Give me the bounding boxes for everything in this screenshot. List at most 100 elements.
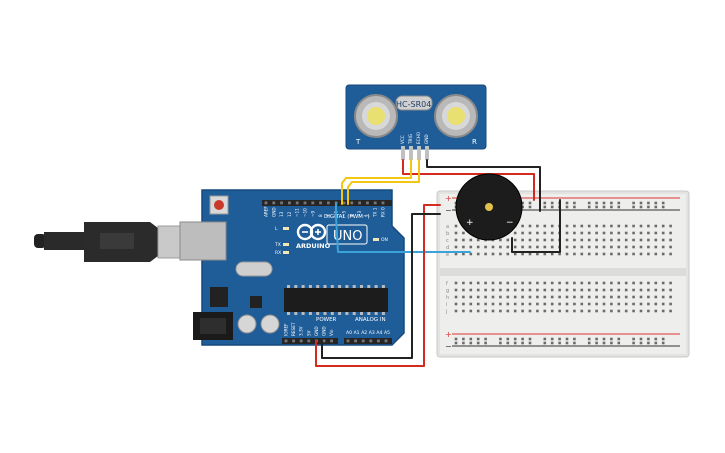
breadboard-hole[interactable] — [654, 288, 658, 292]
breadboard-hole[interactable] — [476, 295, 480, 299]
breadboard-hole[interactable] — [469, 288, 473, 292]
rail-hole[interactable] — [469, 337, 473, 341]
rail-hole[interactable] — [661, 337, 665, 341]
rail-hole[interactable] — [661, 201, 665, 205]
rail-hole[interactable] — [521, 201, 524, 205]
rail-hole[interactable] — [595, 341, 598, 345]
breadboard-hole[interactable] — [617, 231, 621, 235]
analog-pin[interactable] — [354, 339, 357, 343]
breadboard-hole[interactable] — [602, 309, 606, 313]
breadboard-hole[interactable] — [521, 309, 524, 313]
breadboard-hole[interactable] — [499, 238, 502, 242]
breadboard-hole[interactable] — [602, 281, 606, 285]
breadboard-hole[interactable] — [654, 295, 658, 299]
rail-hole[interactable] — [647, 337, 650, 341]
rail-hole[interactable] — [528, 337, 532, 341]
power-pin[interactable] — [292, 339, 295, 343]
rail-hole[interactable] — [543, 341, 547, 345]
rail-hole[interactable] — [595, 201, 598, 205]
breadboard-hole[interactable] — [528, 309, 532, 313]
rail-hole[interactable] — [587, 205, 591, 209]
breadboard-hole[interactable] — [565, 252, 569, 256]
breadboard-hole[interactable] — [528, 288, 532, 292]
breadboard-hole[interactable] — [543, 309, 547, 313]
breadboard-hole[interactable] — [536, 252, 539, 256]
breadboard-hole[interactable] — [536, 245, 539, 249]
breadboard-hole[interactable] — [550, 252, 554, 256]
breadboard-hole[interactable] — [484, 252, 487, 256]
breadboard-hole[interactable] — [632, 302, 635, 306]
rail-hole[interactable] — [617, 337, 621, 341]
header-pin[interactable] — [373, 201, 377, 205]
rail-hole[interactable] — [528, 205, 532, 209]
breadboard-hole[interactable] — [543, 245, 547, 249]
breadboard-hole[interactable] — [469, 302, 473, 306]
breadboard-hole[interactable] — [610, 252, 613, 256]
header-pin[interactable] — [311, 201, 315, 205]
breadboard-hole[interactable] — [654, 231, 658, 235]
breadboard-hole[interactable] — [602, 302, 606, 306]
breadboard-hole[interactable] — [669, 309, 672, 313]
breadboard-hole[interactable] — [587, 309, 591, 313]
breadboard-hole[interactable] — [587, 252, 591, 256]
breadboard-hole[interactable] — [469, 281, 473, 285]
breadboard-hole[interactable] — [587, 224, 591, 228]
rail-hole[interactable] — [454, 337, 458, 341]
breadboard-hole[interactable] — [543, 238, 547, 242]
rail-hole[interactable] — [543, 337, 547, 341]
breadboard-hole[interactable] — [499, 309, 502, 313]
breadboard-hole[interactable] — [669, 295, 672, 299]
breadboard-hole[interactable] — [513, 252, 517, 256]
breadboard-hole[interactable] — [499, 245, 502, 249]
breadboard-hole[interactable] — [513, 295, 517, 299]
breadboard-hole[interactable] — [558, 252, 561, 256]
breadboard-hole[interactable] — [454, 231, 458, 235]
header-pin[interactable] — [288, 201, 291, 205]
breadboard-hole[interactable] — [521, 302, 524, 306]
rail-hole[interactable] — [587, 201, 591, 205]
breadboard-hole[interactable] — [632, 295, 635, 299]
breadboard-hole[interactable] — [573, 302, 576, 306]
breadboard-hole[interactable] — [536, 302, 539, 306]
breadboard-hole[interactable] — [610, 302, 613, 306]
rail-hole[interactable] — [632, 341, 635, 345]
breadboard-hole[interactable] — [558, 281, 561, 285]
rail-hole[interactable] — [565, 341, 569, 345]
breadboard-hole[interactable] — [565, 295, 569, 299]
rail-hole[interactable] — [610, 337, 613, 341]
breadboard-hole[interactable] — [587, 245, 591, 249]
breadboard-hole[interactable] — [521, 288, 524, 292]
breadboard-hole[interactable] — [536, 224, 539, 228]
breadboard-hole[interactable] — [610, 295, 613, 299]
breadboard-hole[interactable] — [565, 245, 569, 249]
breadboard-hole[interactable] — [476, 252, 480, 256]
breadboard-hole[interactable] — [647, 281, 650, 285]
breadboard-hole[interactable] — [617, 295, 621, 299]
breadboard-hole[interactable] — [639, 295, 643, 299]
breadboard-hole[interactable] — [499, 288, 502, 292]
breadboard-hole[interactable] — [484, 288, 487, 292]
breadboard-hole[interactable] — [580, 238, 584, 242]
breadboard-hole[interactable] — [639, 224, 643, 228]
breadboard-hole[interactable] — [550, 231, 554, 235]
breadboard-hole[interactable] — [528, 295, 532, 299]
breadboard-hole[interactable] — [543, 231, 547, 235]
rail-hole[interactable] — [661, 205, 665, 209]
rail-hole[interactable] — [513, 341, 517, 345]
breadboard-hole[interactable] — [661, 281, 665, 285]
breadboard-hole[interactable] — [661, 238, 665, 242]
breadboard-hole[interactable] — [528, 238, 532, 242]
wire-5v[interactable] — [315, 204, 441, 367]
breadboard-hole[interactable] — [639, 252, 643, 256]
breadboard-hole[interactable] — [573, 295, 576, 299]
breadboard-hole[interactable] — [462, 309, 465, 313]
breadboard-hole[interactable] — [610, 238, 613, 242]
breadboard-hole[interactable] — [587, 281, 591, 285]
breadboard-hole[interactable] — [550, 238, 554, 242]
header-pin[interactable] — [358, 201, 361, 205]
breadboard-hole[interactable] — [587, 231, 591, 235]
rail-hole[interactable] — [506, 341, 510, 345]
breadboard-hole[interactable] — [654, 302, 658, 306]
breadboard-hole[interactable] — [647, 245, 650, 249]
breadboard-hole[interactable] — [587, 302, 591, 306]
